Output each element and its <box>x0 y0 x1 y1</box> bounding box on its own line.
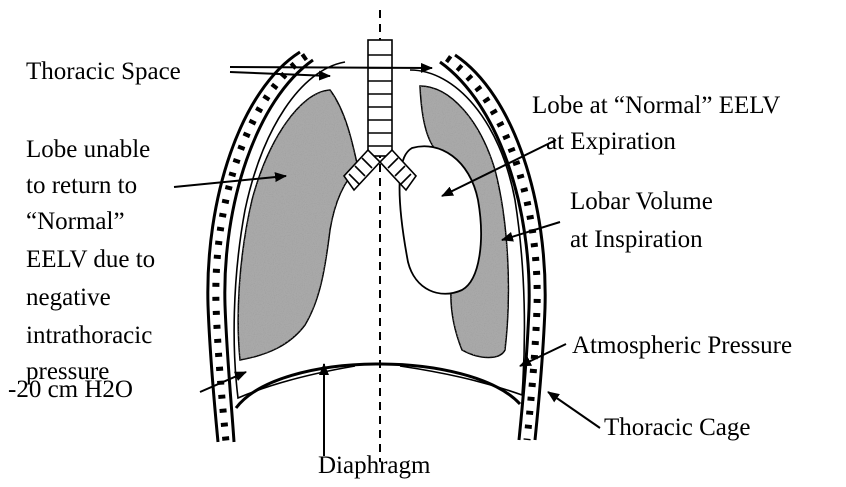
label-diaphragm: Diaphragm <box>318 452 430 480</box>
trachea <box>368 40 392 156</box>
label-lobe-unable-line3: “Normal” <box>26 208 125 236</box>
label-lobar-volume-line1: Lobar Volume <box>570 188 713 216</box>
arrow-thoracic-space-left <box>230 72 330 76</box>
label-thoracic-cage: Thoracic Cage <box>604 414 750 442</box>
arrow-thoracic-cage <box>548 392 600 428</box>
label-lobe-normal-line2: at Expiration <box>546 128 676 156</box>
label-lobe-unable-line6: intrathoracic <box>26 322 152 350</box>
label-thoracic-space: Thoracic Space <box>26 58 181 86</box>
arrow-pressure <box>200 372 246 392</box>
arrow-lobar-volume <box>502 222 560 240</box>
label-lobe-normal-line1: Lobe at “Normal” EELV <box>532 92 780 120</box>
label-lobe-unable-line4: EELV due to <box>26 246 155 274</box>
left-lung <box>238 90 358 360</box>
label-pressure-value: -20 cm H2O <box>8 376 133 404</box>
diaphragm-curve <box>236 364 520 408</box>
label-lobe-unable-line5: negative <box>26 284 111 312</box>
label-atmospheric-pressure: Atmospheric Pressure <box>572 332 792 360</box>
arrow-thoracic-space-right <box>230 67 432 68</box>
label-lobe-unable-line1: Lobe unable <box>26 136 150 164</box>
label-lobe-unable-line2: to return to <box>26 172 137 200</box>
label-lobar-volume-line2: at Inspiration <box>570 226 703 254</box>
